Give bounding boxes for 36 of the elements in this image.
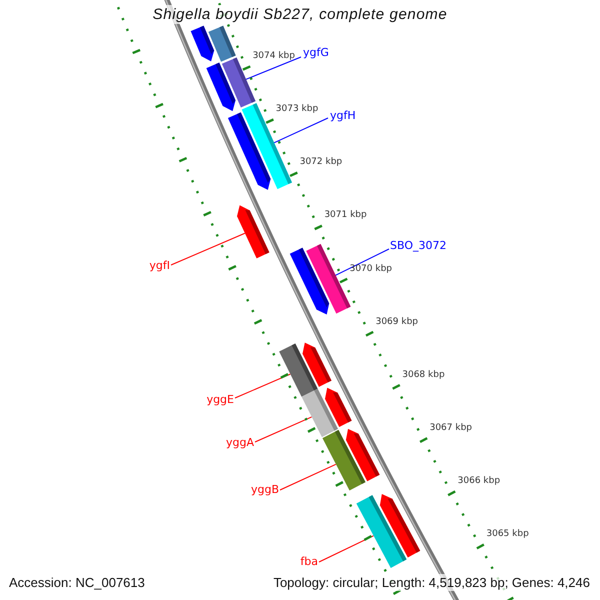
gene-label: yggA [226,436,254,449]
gene-label: ygfI [149,259,170,272]
tick-label: 3073 kbp [276,104,318,116]
gene-label: ygfG [303,46,329,59]
leader-line [318,535,374,562]
gene-block [208,26,236,62]
gene-feature [325,388,352,427]
gene-block [306,244,351,314]
leader-line [280,464,336,490]
leader-line [246,56,302,80]
gene-feature [190,26,214,62]
leader-line [234,374,291,398]
tick-label: 3070 kbp [350,264,392,275]
gene-label: yggE [206,393,234,406]
leader-line [274,118,328,144]
leader-line [335,248,390,276]
leader-line [254,416,312,442]
gene-feature [302,342,332,387]
tick-label: 3071 kbp [324,210,367,222]
gene-feature [380,494,420,558]
tick-label: 3068 kbp [402,370,445,381]
gene-feature [346,428,380,482]
tick-label: 3066 kbp [458,476,500,488]
gene-label: yggB [250,483,279,496]
gene-block [222,57,256,108]
gene-label: fba [300,555,318,568]
gene-label: SBO_3072 [390,239,446,252]
tick-label: 3074 kbp [252,51,295,62]
gene-feature [237,205,270,258]
tick-label: 3069 kbp [376,316,418,328]
tick-label: 3065 kbp [486,529,529,540]
leader-line [170,232,246,266]
gene-label: ygfH [330,109,356,122]
tick-label: 3067 kbp [430,423,472,434]
tick-label: 3072 kbp [300,157,342,168]
footer-text: Topology: circular; Length: 4,519,823 bp; Genes: 4,246 [271,574,592,591]
